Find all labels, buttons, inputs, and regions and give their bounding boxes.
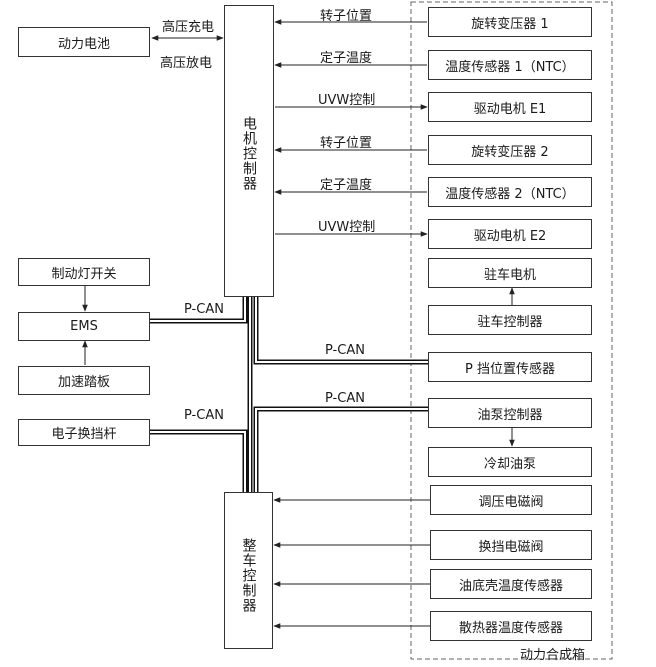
motor-controller-box: 电机控制器 — [224, 5, 274, 297]
p-position-sensor-label: P 挡位置传感器 — [465, 361, 555, 377]
ems-label: EMS — [70, 319, 98, 334]
hv-discharge-label: 高压放电 — [160, 56, 213, 71]
hv-charge-label: 高压充电 — [162, 20, 215, 35]
accel-pedal-box: 加速踏板 — [18, 366, 150, 395]
pcan-label-pump: P-CAN — [325, 391, 365, 406]
brake-switch-label: 制动灯开关 — [51, 266, 117, 282]
resolver-1-box: 旋转变压器 1 — [428, 7, 592, 37]
shifter-box: 电子换挡杆 — [18, 419, 150, 446]
uvw-control-label-2: UVW控制 — [318, 220, 376, 235]
motor-controller-label: 电机控制器 — [241, 116, 257, 191]
stator-temp-label-2: 定子温度 — [320, 178, 373, 193]
radiator-temp-box: 散热器温度传感器 — [430, 611, 592, 641]
drive-motor-e2-label: 驱动电机 E2 — [473, 228, 547, 244]
gearbox-boundary — [410, 1, 613, 660]
park-controller-box: 驻车控制器 — [428, 305, 592, 335]
pcan-shifter-bus — [150, 429, 248, 492]
temp-sensor-2-label: 温度传感器 2（NTC） — [445, 186, 575, 202]
uvw-control-label-1: UVW控制 — [318, 93, 376, 108]
temp-sensor-1-label: 温度传感器 1（NTC） — [445, 59, 575, 75]
pcan-trunk — [247, 297, 428, 492]
power-battery-box: 动力电池 — [18, 27, 150, 57]
temp-sensor-2-box: 温度传感器 2（NTC） — [428, 177, 592, 207]
rotor-position-label-2: 转子位置 — [320, 136, 373, 151]
drive-motor-e2-box: 驱动电机 E2 — [428, 219, 592, 249]
resolver-1-label: 旋转变压器 1 — [471, 16, 549, 32]
accel-pedal-label: 加速踏板 — [57, 375, 110, 390]
shifter-label: 电子换挡杆 — [51, 427, 117, 442]
shift-valve-box: 换挡电磁阀 — [430, 530, 592, 560]
oil-pan-temp-label: 油底壳温度传感器 — [458, 578, 563, 594]
rotor-position-label-1: 转子位置 — [320, 9, 373, 24]
pcan-label-shifter: P-CAN — [184, 408, 224, 423]
oil-pump-controller-box: 油泵控制器 — [428, 398, 592, 428]
pressure-valve-box: 调压电磁阀 — [430, 485, 592, 515]
pcan-label-ems: P-CAN — [184, 302, 224, 317]
shift-valve-label: 换挡电磁阀 — [478, 539, 544, 555]
resolver-2-label: 旋转变压器 2 — [471, 144, 549, 160]
park-motor-label: 驻车电机 — [483, 267, 536, 283]
vehicle-controller-box: 整车控制器 — [224, 492, 273, 649]
power-battery-label: 动力电池 — [57, 36, 110, 52]
park-motor-box: 驻车电机 — [428, 258, 592, 288]
oil-pump-controller-label: 油泵控制器 — [477, 407, 543, 423]
drive-motor-e1-label: 驱动电机 E1 — [473, 101, 547, 117]
radiator-temp-label: 散热器温度传感器 — [458, 620, 563, 636]
resolver-2-box: 旋转变压器 2 — [428, 135, 592, 165]
vehicle-controller-label: 整车控制器 — [240, 538, 257, 613]
cooling-pump-label: 冷却油泵 — [483, 456, 536, 472]
pcan-ems-bus — [150, 297, 248, 324]
stator-temp-label-1: 定子温度 — [320, 51, 373, 66]
oil-pan-temp-box: 油底壳温度传感器 — [430, 569, 592, 599]
cooling-pump-box: 冷却油泵 — [428, 447, 592, 477]
brake-switch-box: 制动灯开关 — [18, 258, 150, 286]
temp-sensor-1-box: 温度传感器 1（NTC） — [428, 50, 592, 80]
pressure-valve-label: 调压电磁阀 — [478, 494, 544, 510]
ems-box: EMS — [18, 312, 150, 341]
park-controller-label: 驻车控制器 — [477, 314, 543, 330]
p-position-sensor-box: P 挡位置传感器 — [428, 352, 592, 382]
gearbox-label: 动力合成箱 — [520, 648, 586, 663]
pcan-label-p-sensor: P-CAN — [325, 343, 365, 358]
drive-motor-e1-box: 驱动电机 E1 — [428, 92, 592, 122]
